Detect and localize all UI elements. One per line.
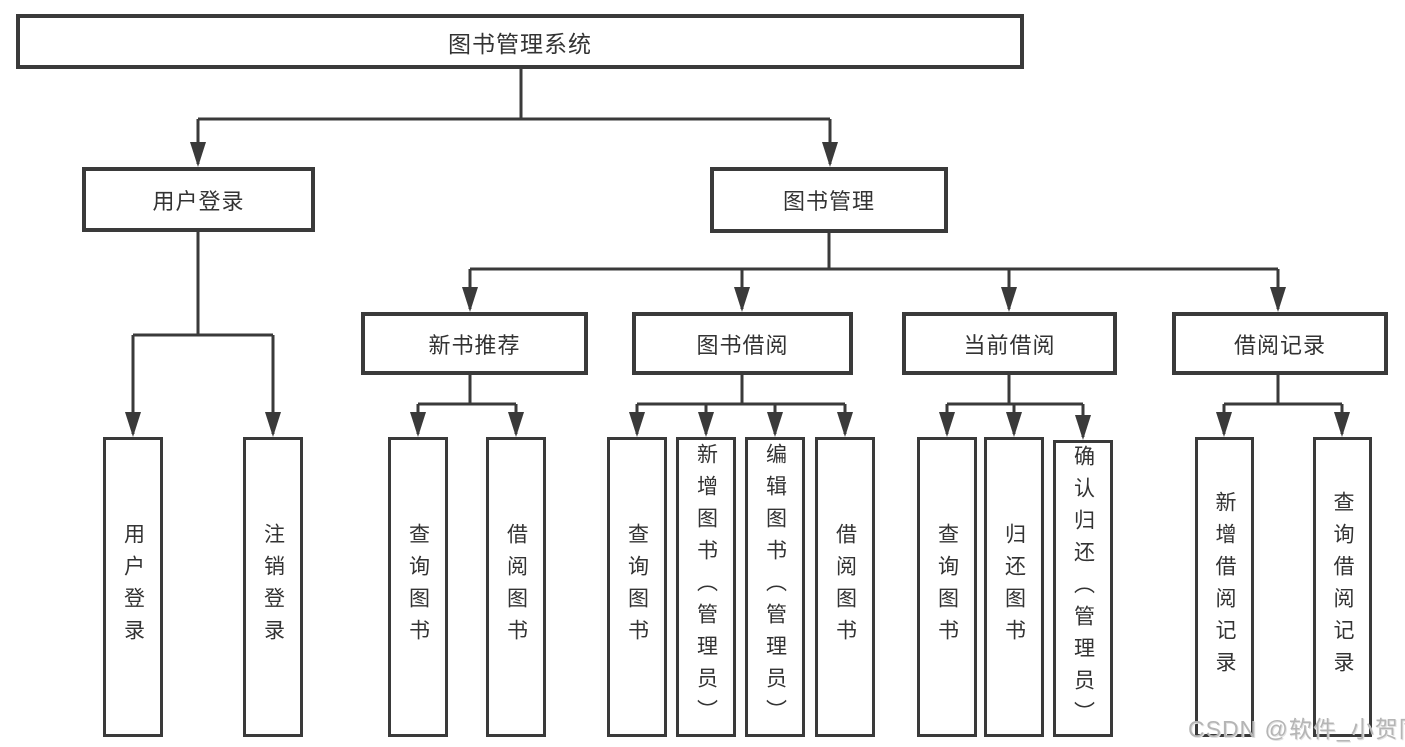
root-node: 图书管理系统 [16,14,1024,69]
node-current-borrowing: 当前借阅 [902,312,1117,375]
node-book-borrowing-label: 图书借阅 [696,332,789,358]
node-borrowing-records-label: 借阅记录 [1233,332,1326,358]
node-user-login: 用户登录 [82,167,315,232]
leaf-return-books: 归还图书 [984,437,1044,737]
leaf-query-books-borrowing-label: 查询图书 [625,523,649,651]
leaf-user-login-label: 用户登录 [121,523,145,651]
leaf-query-books-current-label: 查询图书 [935,523,959,651]
leaf-query-books-current: 查询图书 [917,437,977,737]
csdn-watermark: CSDN @软件_小贺同学 [1188,716,1405,742]
leaf-borrow-books-recommend: 借阅图书 [486,437,546,737]
leaf-borrow-books-borrowing-label: 借阅图书 [833,523,857,651]
leaf-query-books-recommend-label: 查询图书 [406,523,430,651]
leaf-logout: 注销登录 [243,437,303,737]
leaf-query-borrow-record: 查询借阅记录 [1313,437,1372,737]
leaf-return-books-label: 归还图书 [1002,523,1026,651]
leaf-add-borrow-record: 新增借阅记录 [1195,437,1254,737]
node-new-book-recommendation: 新书推荐 [361,312,588,375]
node-book-management: 图书管理 [710,167,948,233]
leaf-query-borrow-record-label: 查询借阅记录 [1331,491,1354,683]
node-current-borrowing-label: 当前借阅 [963,332,1056,358]
leaf-user-login: 用户登录 [103,437,163,737]
leaf-add-books-admin-label: 新增图书（管理员） [694,443,718,731]
node-book-management-label: 图书管理 [782,189,875,214]
leaf-query-books-borrowing: 查询图书 [607,437,667,737]
leaf-edit-books-admin: 编辑图书（管理员） [745,437,805,737]
leaf-borrow-books-borrowing: 借阅图书 [815,437,875,737]
leaf-query-books-recommend: 查询图书 [388,437,448,737]
node-new-book-recommendation-label: 新书推荐 [428,332,521,358]
leaf-logout-label: 注销登录 [261,523,285,651]
node-user-login-label: 用户登录 [152,188,245,214]
node-book-borrowing: 图书借阅 [632,312,853,375]
node-borrowing-records: 借阅记录 [1172,312,1388,375]
leaf-edit-books-admin-label: 编辑图书（管理员） [763,443,787,731]
leaf-confirm-return-admin-label: 确认归还（管理员） [1071,444,1095,733]
leaf-add-borrow-record-label: 新增借阅记录 [1213,491,1236,683]
leaf-confirm-return-admin: 确认归还（管理员） [1053,440,1113,737]
leaf-add-books-admin: 新增图书（管理员） [676,437,736,737]
leaf-borrow-books-recommend-label: 借阅图书 [504,523,528,651]
root-node-label: 图书管理系统 [448,30,592,57]
